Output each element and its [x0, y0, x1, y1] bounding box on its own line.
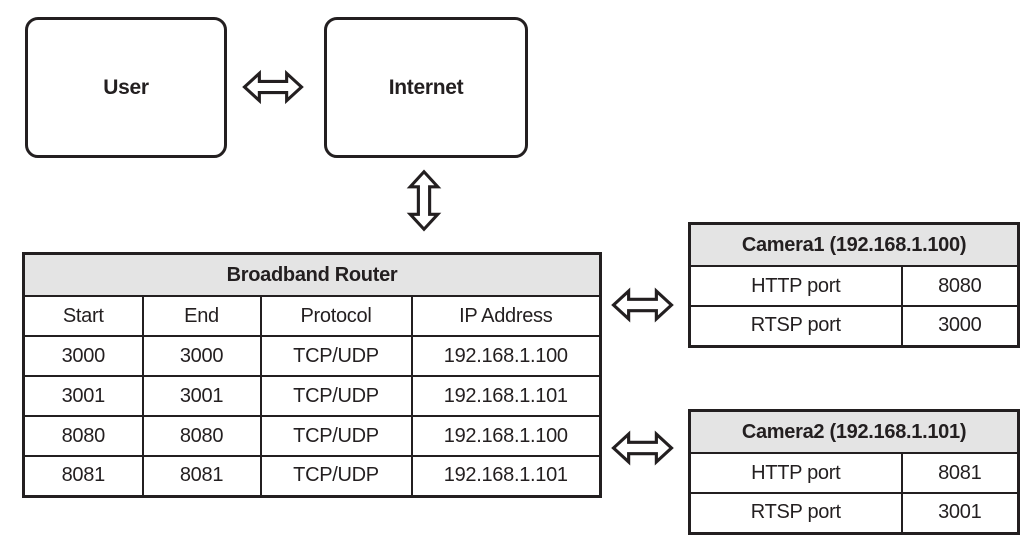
table-row: 3000 3000 TCP/UDP 192.168.1.100	[22, 335, 602, 377]
user-node-label: User	[103, 75, 149, 99]
router-cell-end: 3001	[141, 375, 262, 417]
vertical-double-arrow-icon	[406, 169, 442, 232]
camera1-rtsp-port-value: 3000	[900, 305, 1020, 347]
router-cell-end: 8080	[141, 415, 262, 457]
camera2-rtsp-port-label: RTSP port	[688, 492, 903, 534]
router-cell-start: 3001	[22, 375, 144, 417]
router-cell-protocol: TCP/UDP	[259, 455, 413, 497]
broadband-router-table: Broadband Router Start End Protocol IP A…	[22, 252, 603, 498]
table-row: 8080 8080 TCP/UDP 192.168.1.100	[22, 415, 602, 457]
router-table-title: Broadband Router	[22, 252, 602, 297]
table-row: HTTP port 8080	[688, 265, 1020, 307]
arrow-router-camera1	[611, 284, 674, 326]
router-cell-protocol: TCP/UDP	[259, 335, 413, 377]
camera1-table: Camera1 (192.168.1.100) HTTP port 8080 R…	[688, 222, 1021, 348]
table-row: RTSP port 3001	[688, 492, 1020, 534]
router-cell-start: 8080	[22, 415, 144, 457]
horizontal-double-arrow-icon	[242, 69, 304, 105]
router-cell-ip: 192.168.1.101	[410, 455, 602, 497]
horizontal-double-arrow-icon	[611, 430, 674, 466]
router-cell-end: 8081	[141, 455, 262, 497]
internet-node-label: Internet	[388, 75, 464, 99]
camera1-http-port-value: 8080	[900, 265, 1020, 307]
table-row: 8081 8081 TCP/UDP 192.168.1.101	[22, 455, 602, 497]
camera1-title-row: Camera1 (192.168.1.100)	[688, 222, 1020, 267]
internet-node: Internet	[324, 17, 528, 158]
camera1-http-port-label: HTTP port	[688, 265, 903, 307]
router-table-title-row: Broadband Router	[22, 252, 602, 297]
camera2-http-port-value: 8081	[900, 452, 1020, 494]
router-cell-start: 8081	[22, 455, 144, 497]
camera2-table: Camera2 (192.168.1.101) HTTP port 8081 R…	[688, 409, 1021, 535]
router-cell-ip: 192.168.1.101	[410, 375, 602, 417]
router-col-start: Start	[22, 295, 144, 337]
camera1-rtsp-port-label: RTSP port	[688, 305, 903, 347]
camera1-table-title: Camera1 (192.168.1.100)	[688, 222, 1020, 267]
router-cell-ip: 192.168.1.100	[410, 335, 602, 377]
arrow-internet-router	[404, 167, 444, 234]
camera2-http-port-label: HTTP port	[688, 452, 903, 494]
table-row: RTSP port 3000	[688, 305, 1020, 347]
router-cell-end: 3000	[141, 335, 262, 377]
router-table-header-row: Start End Protocol IP Address	[22, 295, 602, 337]
arrow-user-internet	[242, 66, 304, 108]
table-row: 3001 3001 TCP/UDP 192.168.1.101	[22, 375, 602, 417]
router-col-ip-address: IP Address	[410, 295, 602, 337]
router-cell-start: 3000	[22, 335, 144, 377]
camera2-table-title: Camera2 (192.168.1.101)	[688, 409, 1020, 454]
router-col-protocol: Protocol	[259, 295, 413, 337]
router-cell-protocol: TCP/UDP	[259, 375, 413, 417]
user-node: User	[25, 17, 227, 158]
arrow-router-camera2	[611, 427, 674, 469]
camera2-rtsp-port-value: 3001	[900, 492, 1020, 534]
router-cell-protocol: TCP/UDP	[259, 415, 413, 457]
table-row: HTTP port 8081	[688, 452, 1020, 494]
horizontal-double-arrow-icon	[611, 287, 674, 323]
router-cell-ip: 192.168.1.100	[410, 415, 602, 457]
router-col-end: End	[141, 295, 262, 337]
camera2-title-row: Camera2 (192.168.1.101)	[688, 409, 1020, 454]
